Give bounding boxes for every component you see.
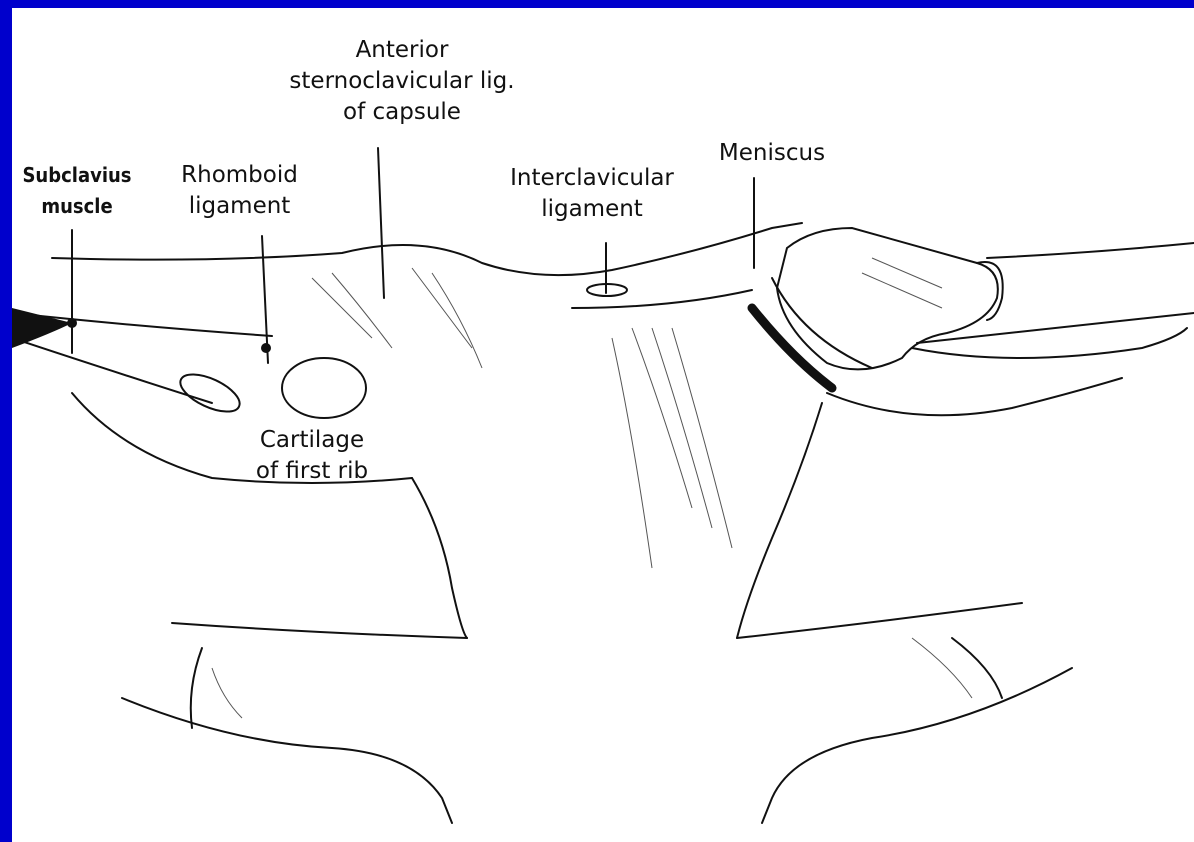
label-cartilage-of-first-rib: Cartilage of first rib [227, 425, 397, 487]
manubrium-left-edge [412, 478, 467, 638]
label-rhomboid-line2: ligament [157, 191, 322, 222]
shading-strokes [212, 258, 972, 718]
right-rib-lower [827, 378, 1122, 415]
label-cartilage-line2: of first rib [227, 456, 397, 487]
label-subclavius-muscle: Subclavius muscle [12, 160, 142, 222]
second-rib-right-top [737, 603, 1022, 638]
subclavius-hatching [12, 308, 72, 348]
marker-rhomboid [261, 343, 271, 353]
label-anterior-line3: of capsule [252, 97, 552, 128]
sternoclavicular-joint-drawing [12, 8, 1194, 842]
meniscus-outline [772, 278, 872, 368]
meniscus-disc [752, 308, 832, 388]
right-rib-outline [912, 328, 1187, 358]
label-meniscus: Meniscus [702, 138, 842, 169]
interclavicular-band [572, 290, 752, 308]
label-subclavius-line1: Subclavius [12, 160, 142, 191]
clavicle-section [777, 228, 998, 369]
label-interclavicular-ligament: Interclavicular ligament [472, 163, 712, 225]
oval-small [175, 367, 245, 419]
clavicle-upper-outline [52, 223, 802, 275]
label-anterior-sternoclavicular-lig: Anterior sternoclavicular lig. of capsul… [252, 35, 552, 128]
sternum-lower-left [122, 698, 452, 823]
costal-left [191, 648, 202, 728]
label-meniscus-line1: Meniscus [702, 138, 842, 169]
label-rhomboid-line1: Rhomboid [157, 160, 322, 191]
sternum-lower-right [762, 668, 1072, 823]
label-subclavius-line2: muscle [12, 191, 142, 222]
label-interclavicular-line2: ligament [472, 194, 712, 225]
rib-cartilage-oval [282, 358, 366, 418]
right-clavicle-top [987, 243, 1194, 258]
leader-anterior [378, 148, 384, 298]
label-anterior-line2: sternoclavicular lig. [252, 66, 552, 97]
label-anterior-line1: Anterior [252, 35, 552, 66]
diagram-canvas: Anterior sternoclavicular lig. of capsul… [12, 8, 1194, 842]
label-cartilage-line1: Cartilage [227, 425, 397, 456]
second-rib-left-top [172, 623, 467, 638]
label-interclavicular-line1: Interclavicular [472, 163, 712, 194]
manubrium-right-edge [737, 403, 822, 638]
label-rhomboid-ligament: Rhomboid ligament [157, 160, 322, 222]
right-clavicle-bottom [917, 313, 1194, 343]
costal-right [952, 638, 1002, 698]
subclavius-lower [12, 338, 212, 403]
